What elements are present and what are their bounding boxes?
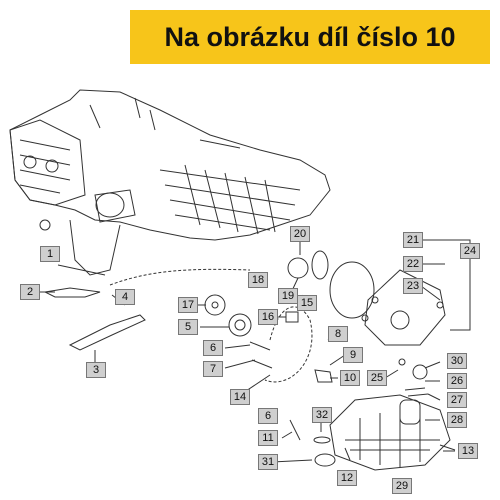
callout-26: 26 <box>447 373 467 389</box>
callout-27: 27 <box>447 392 467 408</box>
engine-block <box>9 89 331 241</box>
callout-11: 11 <box>258 430 278 446</box>
cylinder-head <box>9 119 86 206</box>
callout-9: 9 <box>343 347 363 363</box>
oil-sump <box>329 394 451 471</box>
callout-12: 12 <box>337 470 357 486</box>
callout-31: 31 <box>258 454 278 470</box>
callout-32: 32 <box>312 407 332 423</box>
banner-text: Na obrázku díl číslo 10 <box>164 21 456 52</box>
callout-7: 7 <box>203 361 223 377</box>
callout-28: 28 <box>447 412 467 428</box>
callout-17: 17 <box>178 297 198 313</box>
callout-16: 16 <box>258 309 278 325</box>
callout-3: 3 <box>86 362 106 378</box>
callout-20: 20 <box>290 226 310 242</box>
callout-5: 5 <box>178 319 198 335</box>
callout-2: 2 <box>20 284 40 300</box>
callout-15: 15 <box>297 295 317 311</box>
callout-30: 30 <box>447 353 467 369</box>
callout-13: 13 <box>458 443 478 459</box>
callout-6b: 6 <box>258 408 278 424</box>
callout-25: 25 <box>367 370 387 386</box>
callout-4: 4 <box>115 289 135 305</box>
starter-motor <box>94 189 136 223</box>
callout-23: 23 <box>403 278 423 294</box>
callout-19: 19 <box>278 288 298 304</box>
callout-18: 18 <box>248 272 268 288</box>
callout-8: 8 <box>328 326 348 342</box>
part-number-banner: Na obrázku díl číslo 10 <box>130 10 490 64</box>
callout-24: 24 <box>460 243 480 259</box>
side-cover <box>364 269 446 346</box>
callout-22: 22 <box>403 256 423 272</box>
callout-1: 1 <box>40 246 60 262</box>
callout-14: 14 <box>230 389 250 405</box>
callout-29: 29 <box>392 478 412 494</box>
callout-21: 21 <box>403 232 423 248</box>
callout-10: 10 <box>340 370 360 386</box>
callout-6a: 6 <box>203 340 223 356</box>
